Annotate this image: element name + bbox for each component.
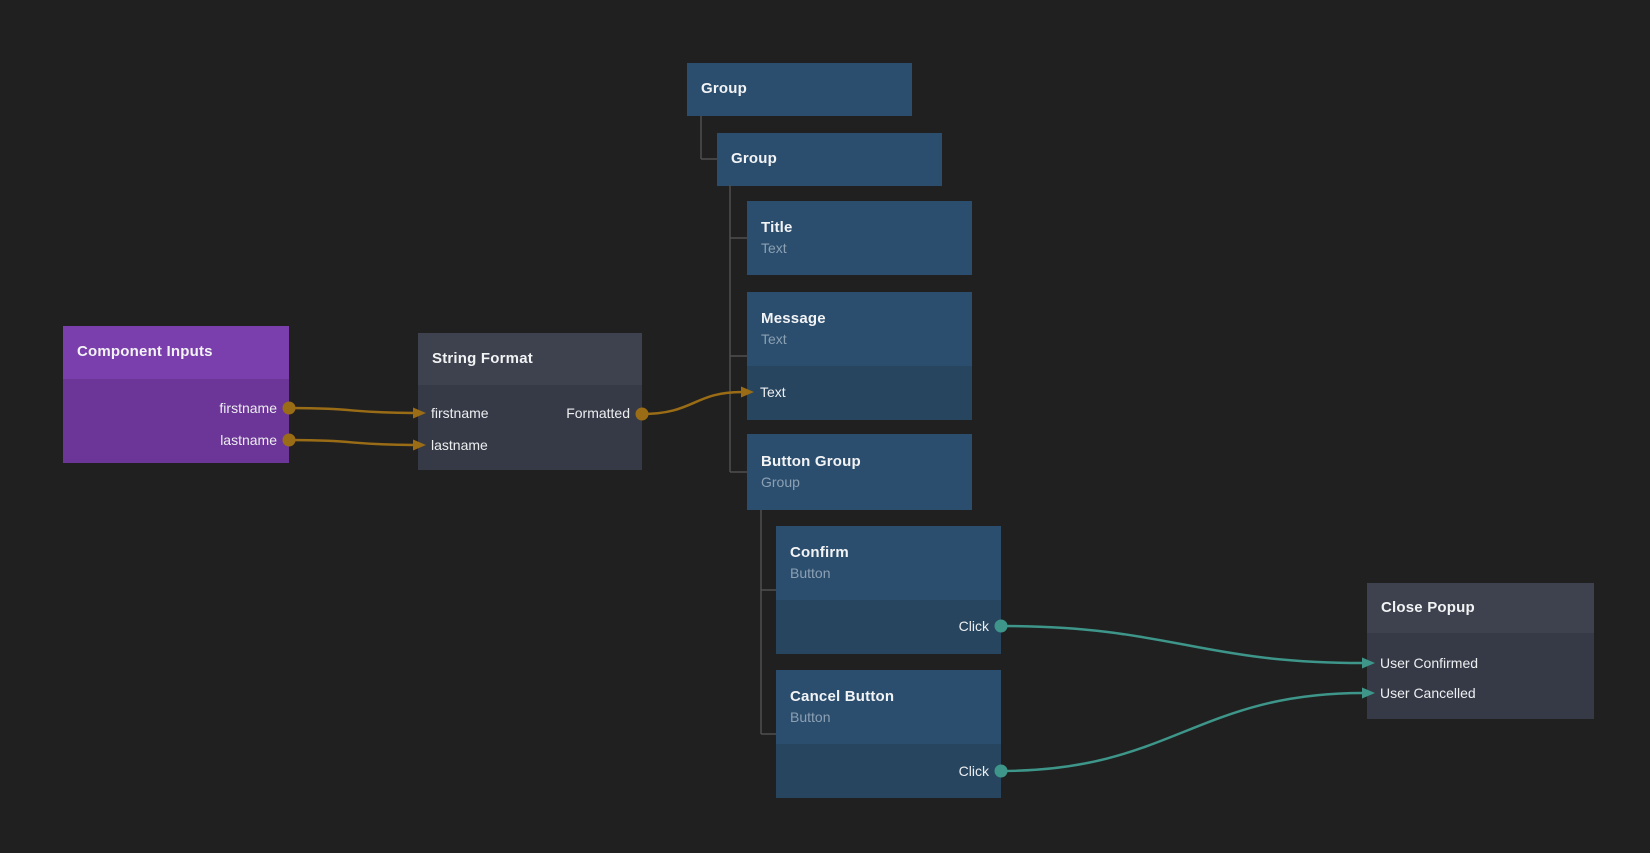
node-subtitle: Button	[790, 709, 831, 726]
node-subtitle: Group	[761, 474, 800, 491]
node-subtitle: Text	[761, 331, 787, 348]
port-user-cancelled-input[interactable]: User Cancelled	[1380, 685, 1476, 701]
node-group-1[interactable]: Group	[687, 63, 912, 116]
node-port-section	[1367, 633, 1594, 719]
node-header: Group	[717, 133, 942, 186]
node-string-format[interactable]: String Format firstname lastname Formatted	[418, 333, 642, 470]
wire-cancel-button-click-to-close-popup-user-cancelled[interactable]	[999, 691, 1365, 773]
wire-string-format-formatted-to-message-text[interactable]	[640, 390, 744, 416]
node-title: String Format	[432, 349, 533, 367]
node-title: Group	[701, 80, 747, 98]
node-component-inputs[interactable]: Component Inputs firstname lastname	[63, 326, 289, 463]
port-firstname-input[interactable]: firstname	[431, 405, 489, 421]
port-click-output[interactable]: Click	[958, 763, 989, 779]
port-lastname-output[interactable]: lastname	[220, 432, 277, 448]
node-port-section	[776, 744, 1001, 798]
port-lastname-input[interactable]: lastname	[431, 437, 488, 453]
node-subtitle: Button	[790, 565, 831, 582]
node-title: Component Inputs	[77, 343, 213, 361]
port-formatted-output[interactable]: Formatted	[566, 405, 630, 421]
tree-connector-line	[700, 116, 717, 160]
tree-connector-line	[760, 510, 776, 735]
node-header: Close Popup	[1367, 583, 1594, 633]
wire-component-inputs-firstname-to-string-format-firstname[interactable]	[287, 406, 416, 415]
port-user-confirmed-input[interactable]: User Confirmed	[1380, 655, 1479, 671]
node-port-section	[776, 600, 1001, 654]
node-group-2[interactable]: Group	[717, 133, 942, 186]
node-title: Button Group	[761, 452, 861, 470]
node-title: Group	[731, 150, 777, 168]
node-title: Cancel Button	[790, 687, 895, 705]
tree-connector-line	[729, 185, 747, 473]
node-subtitle: Text	[761, 240, 787, 257]
port-text-input[interactable]: Text	[760, 384, 786, 400]
node-header: String Format	[418, 333, 642, 385]
node-header: Group	[687, 63, 912, 116]
port-click-output[interactable]: Click	[958, 618, 989, 634]
node-port-section	[63, 379, 289, 463]
node-title: Message	[761, 309, 826, 327]
node-title: Close Popup	[1381, 598, 1475, 616]
node-title: Confirm	[790, 543, 849, 561]
wire-confirm-click-to-close-popup-user-confirmed[interactable]	[999, 624, 1365, 665]
node-port-section	[747, 366, 972, 420]
node-header: Component Inputs	[63, 326, 289, 379]
wire-component-inputs-lastname-to-string-format-lastname[interactable]	[287, 438, 416, 447]
node-port-section	[418, 385, 642, 470]
node-title: Title	[761, 218, 793, 236]
port-firstname-output[interactable]: firstname	[219, 400, 277, 416]
